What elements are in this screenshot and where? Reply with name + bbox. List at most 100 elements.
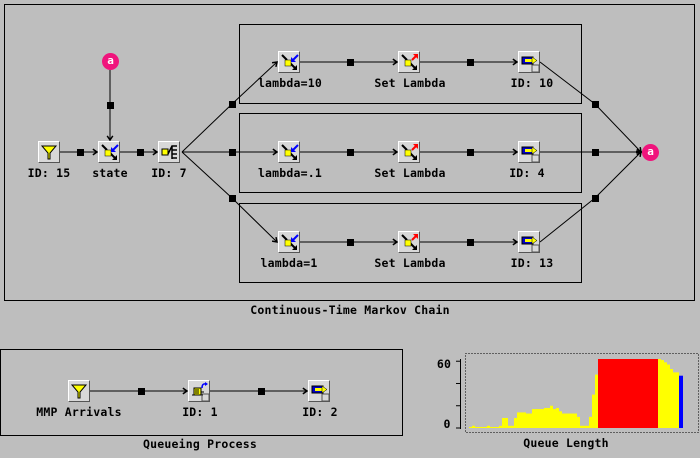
link-arrivals-queue-marker	[138, 388, 145, 395]
chart-bar	[502, 417, 505, 428]
chart-bar	[469, 427, 472, 428]
sink-node-id2[interactable]	[308, 380, 330, 402]
attribute-set-icon	[401, 234, 418, 250]
branch-2-set-lambda-node[interactable]	[398, 141, 420, 163]
chart-bar	[571, 413, 574, 428]
connector-in-badge[interactable]: a	[102, 53, 119, 70]
chart-bar	[535, 409, 538, 428]
chart-bar	[493, 427, 496, 428]
chart-bar	[520, 412, 523, 428]
branch-1-set-lambda-node[interactable]	[398, 51, 420, 73]
chart-bar	[556, 407, 559, 428]
branch-1-condition-node[interactable]	[278, 51, 300, 73]
markov-chain-frame	[4, 4, 695, 301]
chart-bar-tail	[661, 360, 664, 428]
link-state-split-marker	[137, 149, 144, 156]
link-branch3-set-sink-marker	[467, 239, 474, 246]
chart-bar-tail	[658, 359, 661, 428]
link-branch2-cond-set-arrowhead	[392, 148, 399, 156]
chart-bar	[499, 425, 502, 428]
branch-3-condition-node[interactable]	[278, 231, 300, 253]
chart-bar	[511, 425, 514, 428]
chart-bar-last	[679, 375, 683, 428]
queue-length-chart	[456, 353, 699, 433]
branch-icon	[161, 145, 177, 159]
exit-icon	[521, 56, 539, 72]
link-split-branch2-arrowhead	[272, 148, 279, 156]
attribute-get-icon	[101, 144, 119, 160]
attribute-get-icon	[281, 234, 299, 250]
state-node[interactable]	[98, 141, 120, 163]
branch-2-condition-node[interactable]	[278, 141, 300, 163]
chart-bar	[553, 409, 556, 428]
link-split-branch1-arrowhead	[271, 61, 278, 68]
links	[60, 61, 642, 392]
chart-bar	[538, 409, 541, 428]
split-node-id7[interactable]	[158, 141, 180, 163]
branch-2-sink-label: ID: 4	[509, 166, 545, 180]
link-branch1-set-sink-arrowhead	[512, 58, 519, 66]
chart-bar	[484, 427, 487, 428]
branch-3-set-lambda-node[interactable]	[398, 231, 420, 253]
chart-ytick-label-60: 60	[436, 357, 452, 371]
sink-node-id2-label: ID: 2	[302, 405, 338, 419]
branch-1-set-lambda-label: Set Lambda	[374, 76, 446, 90]
link-source-state-arrowhead	[92, 148, 99, 156]
mmp-arrivals-label: MMP Arrivals	[36, 405, 122, 419]
exit-icon	[521, 236, 539, 252]
exit-icon	[311, 385, 329, 401]
queueing-process-title: Queueing Process	[143, 437, 257, 451]
link-state-split-arrowhead	[152, 148, 159, 156]
source-node-id15[interactable]	[38, 141, 60, 163]
link-branch3-cond-set-marker	[347, 239, 354, 246]
chart-y-ticks	[456, 360, 461, 429]
chart-bar	[541, 409, 544, 428]
branch-1-sink-node[interactable]	[518, 51, 540, 73]
chart-bar	[574, 413, 577, 428]
link-branch1-out	[539, 61, 642, 153]
chart-bars	[469, 359, 683, 428]
chart-bar	[589, 416, 592, 428]
chart-bar	[577, 416, 580, 428]
chart-bar	[505, 417, 508, 428]
chart-bar	[487, 425, 490, 428]
link-markers	[77, 58, 643, 395]
chart-bar	[592, 394, 595, 428]
branch-2-condition-label: lambda=.1	[257, 166, 323, 180]
chart-bar-highlight	[598, 359, 658, 428]
link-arrivals-queue-arrowhead	[182, 387, 189, 395]
chart-bar	[478, 427, 481, 428]
chart-bar	[532, 409, 535, 428]
chart-bar	[523, 412, 526, 428]
link-queue-sink-marker	[258, 388, 265, 395]
chart-bar	[568, 413, 571, 428]
link-branch1-cond-set-arrowhead	[392, 58, 399, 66]
chart-bar	[514, 417, 517, 428]
chart-bar	[481, 427, 484, 428]
chart-bar	[544, 407, 547, 428]
queueing-process-frame	[0, 349, 403, 436]
link-branch2-out-marker	[592, 149, 599, 156]
branch-3-sink-node[interactable]	[518, 231, 540, 253]
chart-title: Queue Length	[523, 436, 609, 450]
chart-bar	[559, 411, 562, 428]
mmp-arrivals-node[interactable]	[68, 380, 90, 402]
link-branch2-set-sink-marker	[467, 149, 474, 156]
branch-frame-3	[239, 203, 582, 283]
branch-2-set-lambda-label: Set Lambda	[374, 166, 446, 180]
chart-bar	[475, 427, 478, 428]
link-branch3-cond-set-arrowhead	[392, 238, 399, 246]
branch-2-sink-node[interactable]	[518, 141, 540, 163]
queue-node-id1[interactable]	[188, 380, 210, 402]
funnel-icon	[70, 384, 88, 399]
chart-bar	[550, 405, 553, 428]
link-split-branch3-marker	[229, 195, 236, 202]
attribute-set-icon	[401, 144, 418, 160]
chart-bar-tail	[673, 372, 676, 428]
link-split-branch1-marker	[229, 101, 236, 108]
branch-frame-2	[239, 113, 582, 193]
link-branch1-cond-set-marker	[347, 59, 354, 66]
chart-bar-tail	[667, 364, 670, 428]
split-node-id7-label: ID: 7	[151, 166, 187, 180]
connector-out-badge[interactable]: a	[642, 144, 659, 161]
